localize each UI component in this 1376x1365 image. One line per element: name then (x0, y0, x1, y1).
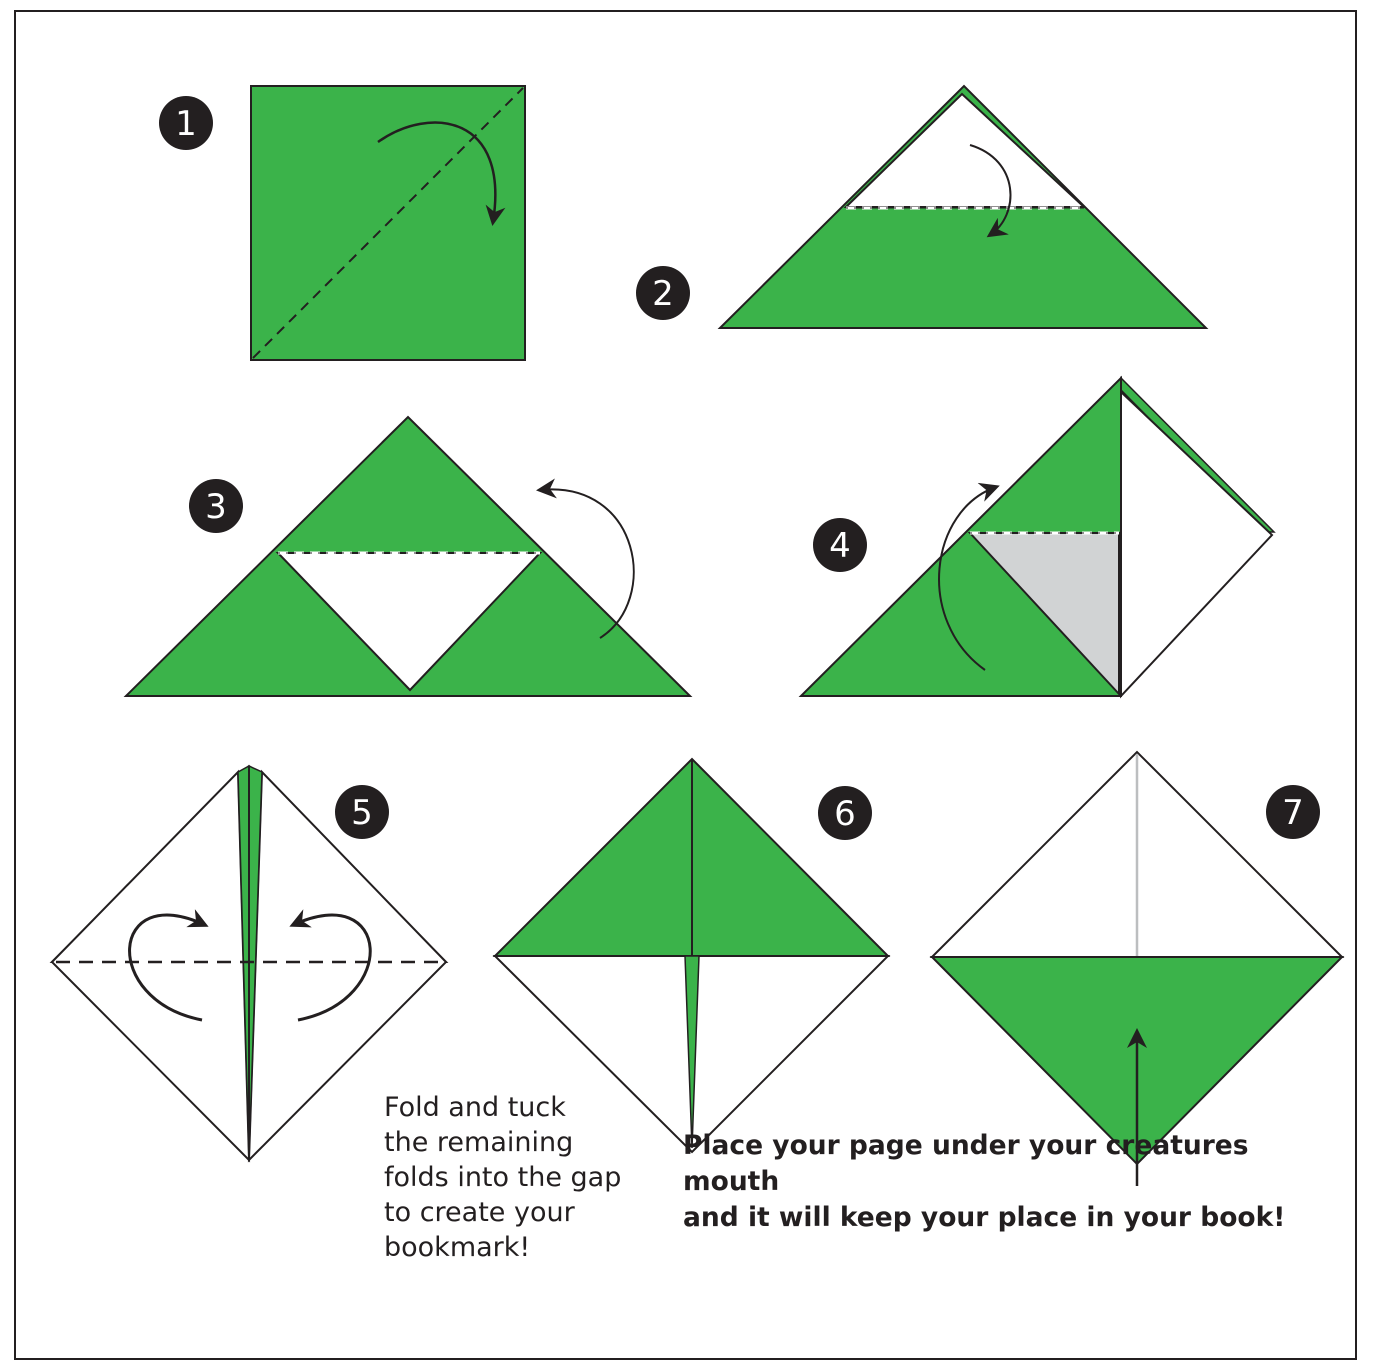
placement-tip-text: Place your page under your creatures mou… (683, 1128, 1343, 1236)
step-1-badge: 1 (159, 96, 213, 150)
step-3-badge: 3 (189, 479, 243, 533)
step-7-badge: 7 (1266, 785, 1320, 839)
step-4-number: 4 (829, 526, 851, 566)
tuck-instruction-text: Fold and tuck the remaining folds into t… (384, 1090, 654, 1265)
step-3-number: 3 (205, 487, 227, 527)
step-2-top-flap-white (846, 94, 1084, 207)
step-4-badge: 4 (813, 518, 867, 572)
step-2-number: 2 (652, 274, 674, 314)
step-5-badge: 5 (335, 785, 389, 839)
step-5-number: 5 (351, 793, 373, 833)
step-2-badge: 2 (636, 266, 690, 320)
step-6-badge: 6 (818, 786, 872, 840)
step-6-number: 6 (834, 794, 856, 834)
step-7-number: 7 (1282, 793, 1304, 833)
step-4-white-right-half (1121, 392, 1272, 696)
step-4-diagram (801, 378, 1274, 696)
step-1-number: 1 (175, 104, 197, 144)
step-2-diagram (720, 86, 1206, 328)
step-5-white-left-flap (52, 772, 249, 1160)
step-3-diagram (126, 417, 690, 696)
step-1-diagram (251, 86, 525, 360)
